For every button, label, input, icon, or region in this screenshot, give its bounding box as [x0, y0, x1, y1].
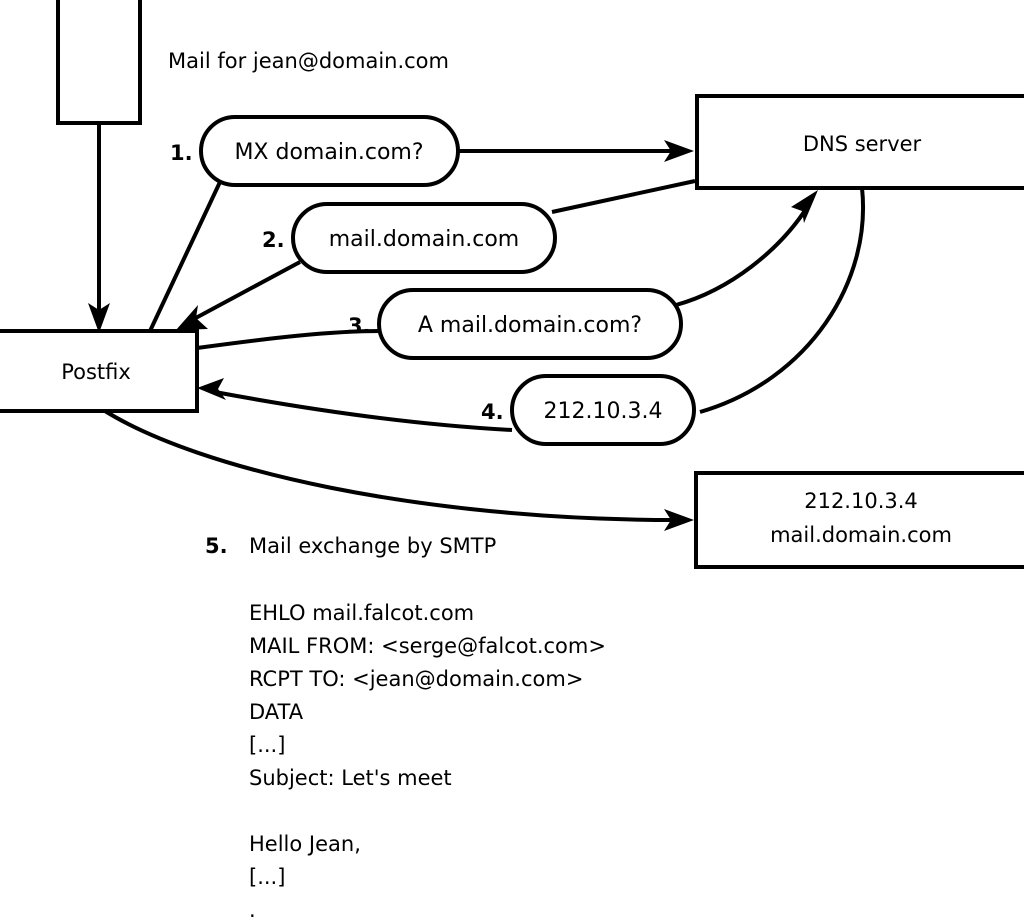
step-1-number: 1.	[170, 141, 193, 165]
mail-for-caption: Mail for jean@domain.com	[168, 49, 449, 73]
smtp-transcript: EHLO mail.falcot.com MAIL FROM: <serge@f…	[249, 601, 606, 919]
target-host-box: 212.10.3.4 mail.domain.com	[694, 471, 1024, 569]
step-3-capsule: A mail.domain.com?	[377, 288, 683, 360]
transcript-line: DATA	[249, 700, 304, 724]
step-1-label: MX domain.com?	[234, 140, 423, 165]
step-5-label: Mail exchange by SMTP	[249, 534, 496, 558]
transcript-line: .	[249, 898, 256, 919]
sender-box	[56, 0, 142, 125]
step-5-number: 5.	[205, 534, 228, 558]
step-4-label: 212.10.3.4	[544, 399, 663, 424]
postfix-box-label: Postfix	[61, 360, 131, 384]
transcript-line: [...]	[249, 733, 285, 757]
dns-server-box-label: DNS server	[803, 132, 922, 156]
step-1-capsule: MX domain.com?	[199, 115, 460, 187]
transcript-line: [...]	[249, 865, 285, 889]
step-2-number: 2.	[262, 228, 285, 252]
step-3-number: 3.	[348, 314, 371, 338]
transcript-line: MAIL FROM: <serge@falcot.com>	[249, 634, 606, 658]
transcript-line: Subject: Let's meet	[249, 766, 452, 790]
postfix-box: Postfix	[0, 329, 199, 413]
connector-step3-to-dns	[675, 190, 818, 307]
target-host-ip: 212.10.3.4	[804, 489, 918, 513]
connector-dns-to-step2	[551, 179, 696, 214]
transcript-line: EHLO mail.falcot.com	[249, 601, 474, 625]
step-2-label: mail.domain.com	[329, 227, 520, 252]
step-3-label: A mail.domain.com?	[418, 313, 642, 338]
target-host-name: mail.domain.com	[770, 523, 952, 547]
transcript-line: RCPT TO: <jean@domain.com>	[249, 667, 583, 691]
step-4-capsule: 212.10.3.4	[510, 374, 696, 446]
connector-step4-to-postfix	[197, 378, 513, 432]
transcript-line: Hello Jean,	[249, 832, 361, 856]
step-2-capsule: mail.domain.com	[291, 202, 557, 274]
dns-server-box: DNS server	[695, 94, 1024, 190]
step-4-number: 4.	[481, 400, 504, 424]
connector-postfix-to-step3	[196, 329, 382, 350]
connector-step2-to-postfix	[176, 260, 301, 330]
connector-dns-to-step4	[699, 187, 865, 414]
connector-step1-to-postfix	[148, 181, 222, 332]
connector-sender-to-postfix	[88, 123, 110, 333]
connector-postfix-to-target	[103, 409, 694, 531]
connector-step1-to-dns	[458, 140, 694, 162]
